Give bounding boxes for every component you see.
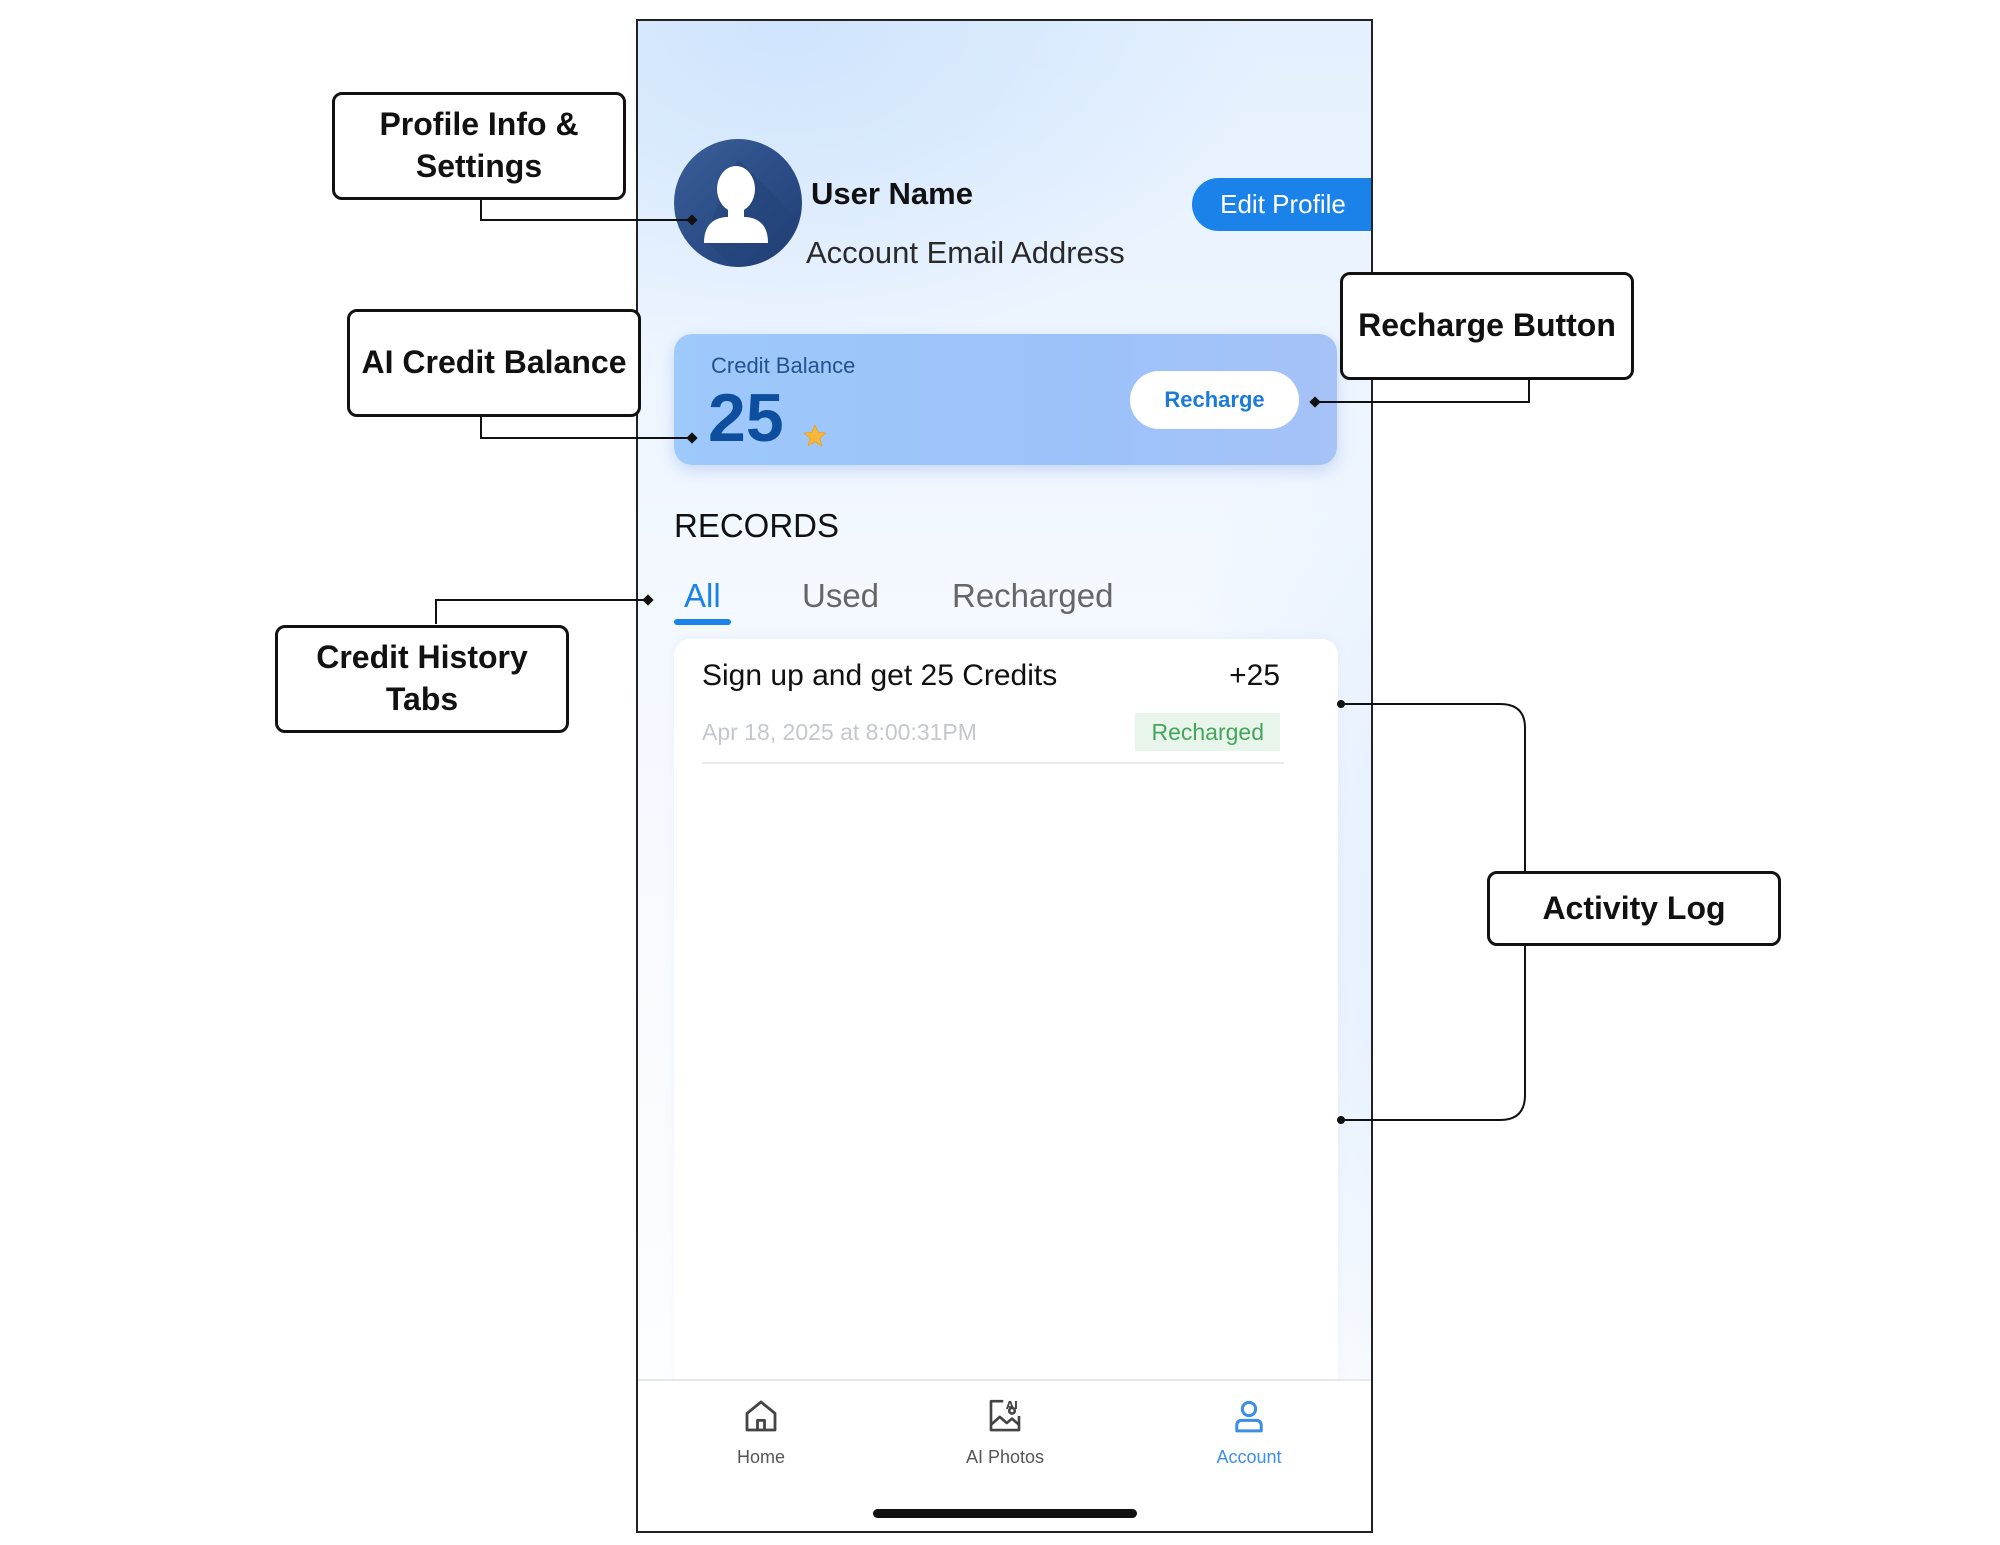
account-icon [1235,1400,1263,1433]
activity-log: Sign up and get 25 Credits +25 Apr 18, 2… [674,639,1338,1379]
record-amount: +25 [1229,659,1280,692]
records-title: RECORDS [674,507,840,544]
edit-profile-button[interactable]: Edit Profile [1192,178,1371,231]
nav-home-label: Home [736,1447,785,1467]
list-item[interactable]: Sign up and get 25 Credits +25 Apr 18, 2… [702,639,1284,764]
callout-credit-balance: AI Credit Balance [347,309,641,417]
active-tab-indicator [674,619,731,625]
nav-home[interactable]: Home [686,1395,836,1468]
bottom-nav: Home AI AI Photos Account [638,1379,1371,1531]
callout-history-tabs: Credit History Tabs [275,625,569,733]
tab-all[interactable]: All [684,577,721,614]
user-name: User Name [811,176,973,211]
nav-account-label: Account [1216,1447,1282,1467]
callout-activity-log: Activity Log [1487,871,1781,946]
credit-balance-label: Credit Balance [711,353,856,378]
nav-account[interactable]: Account [1174,1395,1324,1468]
tab-used[interactable]: Used [802,577,880,614]
callout-recharge: Recharge Button [1340,272,1634,380]
credit-balance-card: Credit Balance 25 Recharge [674,334,1337,465]
record-title: Sign up and get 25 Credits [702,659,1058,692]
ai-photo-icon: AI [989,1399,1021,1432]
credit-balance-value: 25 [708,380,784,456]
account-email: Account Email Address [806,235,1125,270]
nav-ai-photos-label: AI Photos [965,1447,1045,1467]
home-indicator [873,1509,1137,1518]
person-icon [704,159,802,267]
recharge-button[interactable]: Recharge [1130,371,1299,429]
avatar[interactable] [674,139,802,267]
phone-screen: User Name Account Email Address Edit Pro… [636,19,1373,1533]
callout-profile: Profile Info & Settings [332,92,626,200]
home-icon [745,1400,777,1432]
svg-text:AI: AI [1006,1400,1018,1412]
status-badge: Recharged [1135,713,1280,751]
record-date: Apr 18, 2025 at 8:00:31PM [702,719,977,745]
nav-ai-photos[interactable]: AI AI Photos [930,1395,1080,1468]
star-icon [803,424,827,447]
tab-recharged[interactable]: Recharged [952,577,1114,614]
